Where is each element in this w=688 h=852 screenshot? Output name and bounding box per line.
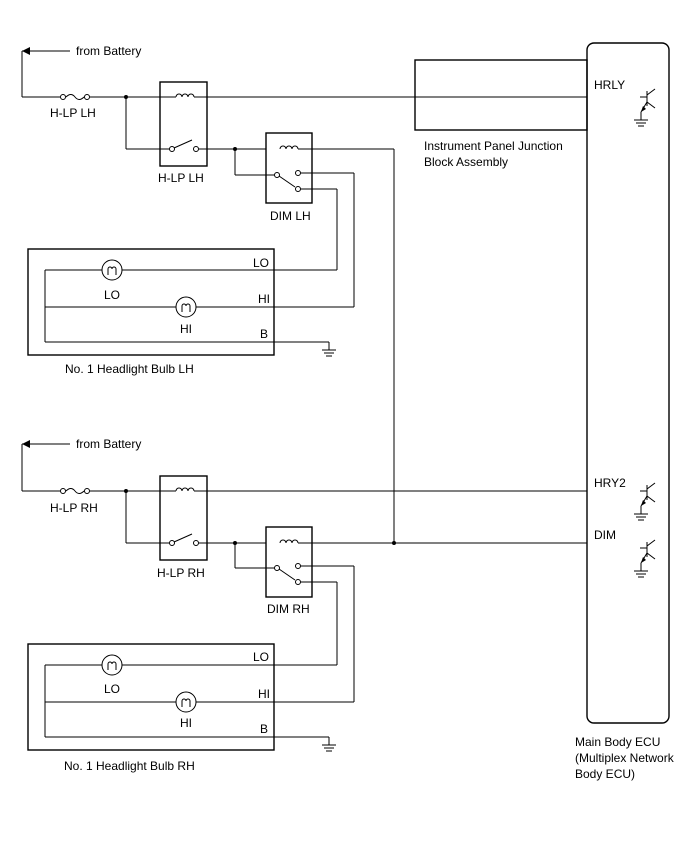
- hi-lamp-label-lh: HI: [180, 322, 192, 336]
- relay-switch-rh-icon: [169, 533, 199, 546]
- dim-switch-lh-icon: [274, 170, 301, 192]
- fuse-lh-icon: [60, 94, 90, 100]
- battery-label-lh: from Battery: [76, 44, 141, 58]
- hlp-relay-label-rh: H-LP RH: [157, 566, 205, 580]
- dim-relay-rh: [265, 526, 313, 598]
- dim-relay-label-lh: DIM LH: [270, 209, 311, 223]
- headlight-bulb-box-lh: [27, 248, 275, 356]
- dim-coil-lh-icon: [279, 145, 299, 150]
- relay-coil-lh-icon: [175, 93, 195, 98]
- bulb-rh-title: No. 1 Headlight Bulb RH: [64, 759, 195, 773]
- headlight-bulb-box-rh: [27, 643, 275, 751]
- hlp-relay-rh: [159, 475, 208, 561]
- junction-block-label-1: Instrument Panel Junction: [424, 139, 563, 153]
- battery-label-rh: from Battery: [76, 437, 141, 451]
- battery-arrow-rh-icon: [22, 440, 70, 448]
- pin-b-lh: B: [260, 327, 268, 341]
- dim-relay-lh: [265, 132, 313, 204]
- lo-lamp-label-rh: LO: [104, 682, 120, 696]
- main-body-ecu: [586, 42, 670, 724]
- battery-arrow-lh-icon: [22, 47, 70, 55]
- transistor-hrly-icon: [633, 88, 656, 127]
- ground-lh-icon: [321, 341, 337, 357]
- hlp-relay-label-lh: H-LP LH: [158, 171, 204, 185]
- ecu-label-3: Body ECU): [575, 767, 635, 781]
- rh-circuit: from Battery H-LP RH H-LP RH: [21, 437, 587, 773]
- transistor-hry2-icon: [633, 482, 656, 521]
- junction-block-label-2: Block Assembly: [424, 155, 508, 169]
- dim-relay-label-rh: DIM RH: [267, 602, 310, 616]
- relay-coil-rh-icon: [175, 487, 195, 492]
- ecu-label-1: Main Body ECU: [575, 735, 660, 749]
- dim-coil-rh-icon: [279, 539, 299, 544]
- relay-switch-lh-icon: [169, 139, 199, 152]
- instrument-panel-junction-block: [414, 59, 588, 131]
- fuse-label-lh: H-LP LH: [50, 106, 96, 120]
- pin-lo-rh: LO: [253, 650, 269, 664]
- dim-switch-rh-icon: [274, 563, 301, 585]
- lo-lamp-label-lh: LO: [104, 288, 120, 302]
- pin-hrly: HRLY: [594, 78, 625, 92]
- hi-lamp-label-rh: HI: [180, 716, 192, 730]
- ground-rh-icon: [321, 736, 337, 752]
- pin-hi-rh: HI: [258, 687, 270, 701]
- fuse-rh-icon: [60, 488, 90, 494]
- fuse-label-rh: H-LP RH: [50, 501, 98, 515]
- pin-lo-lh: LO: [253, 256, 269, 270]
- pin-b-rh: B: [260, 722, 268, 736]
- lh-circuit: from Battery H-LP LH H-LP LH: [21, 44, 415, 376]
- bulb-lh-title: No. 1 Headlight Bulb LH: [65, 362, 194, 376]
- pin-dim: DIM: [594, 528, 616, 542]
- hlp-relay-lh: [159, 81, 208, 167]
- pin-hry2: HRY2: [594, 476, 626, 490]
- ecu-label-2: (Multiplex Network: [575, 751, 675, 765]
- pin-hi-lh: HI: [258, 292, 270, 306]
- transistor-dim-icon: [633, 539, 656, 578]
